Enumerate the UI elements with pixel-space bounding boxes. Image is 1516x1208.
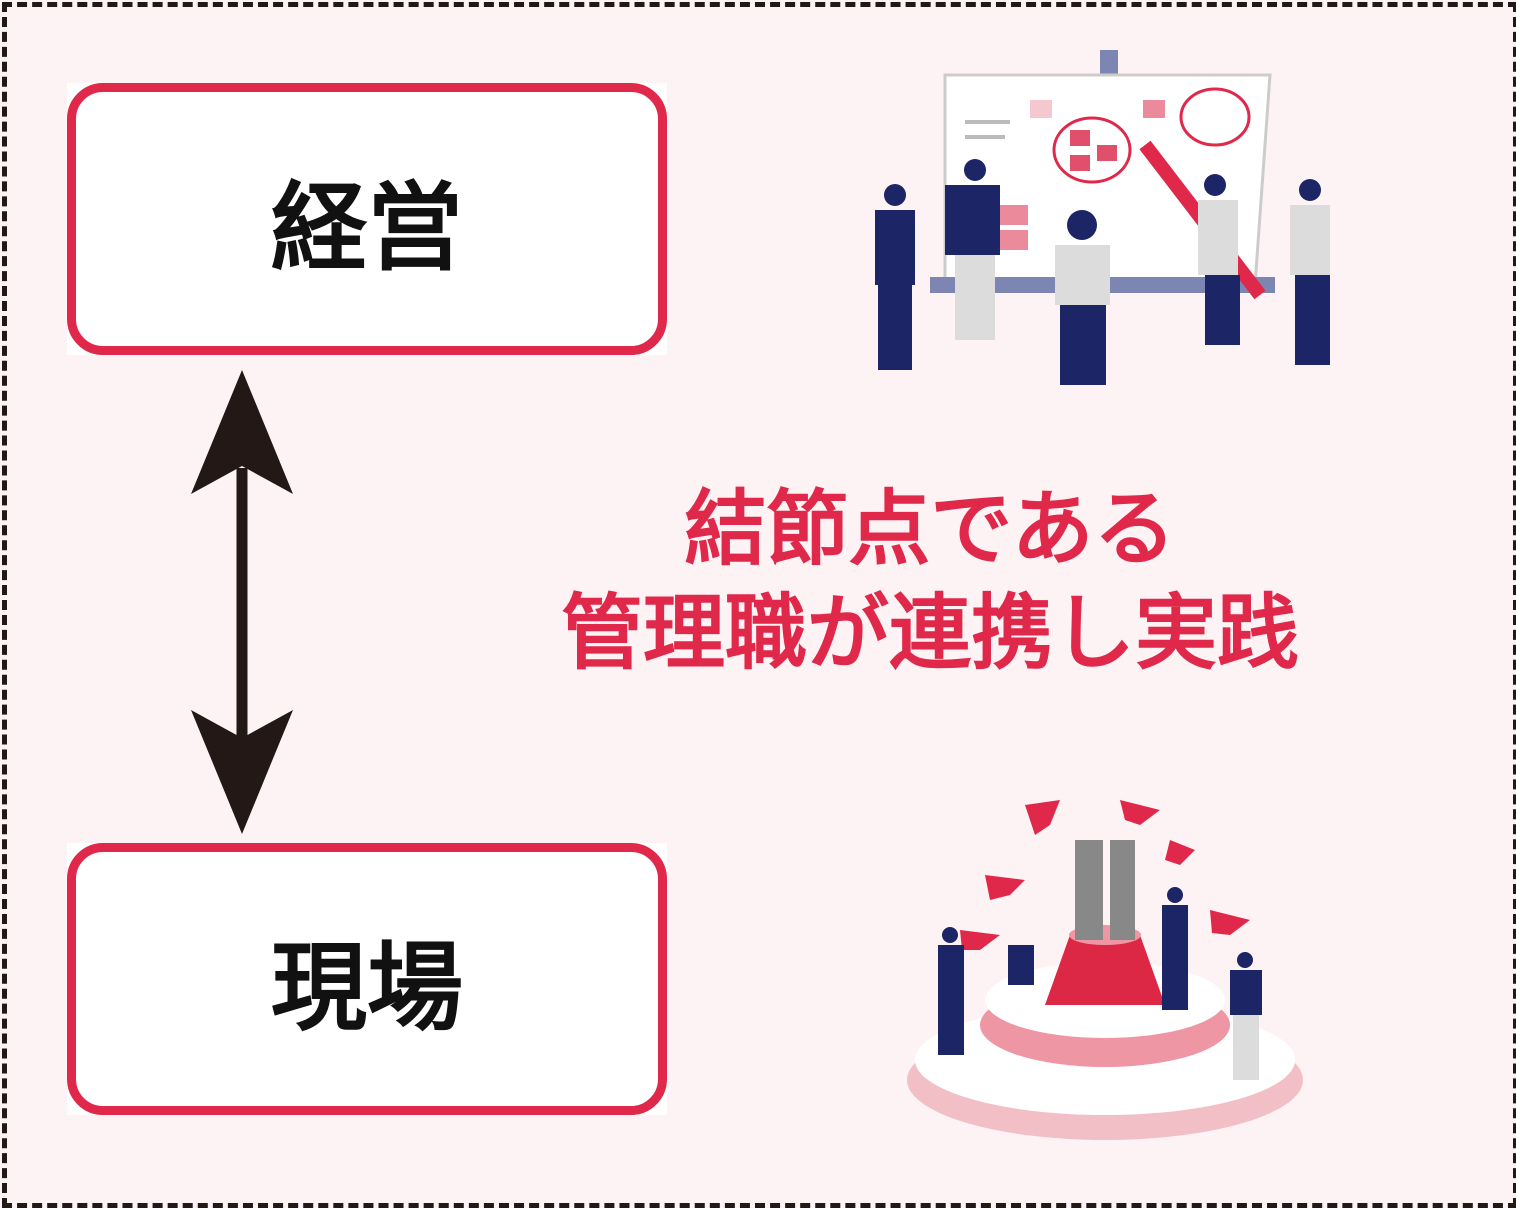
management-box: 経営 xyxy=(67,83,667,355)
team-flags-podium-illustration xyxy=(907,800,1303,1140)
field-box: 現場 xyxy=(67,843,667,1115)
management-label: 経営 xyxy=(67,83,667,355)
field-label: 現場 xyxy=(67,843,667,1115)
team-whiteboard-illustration xyxy=(875,50,1330,385)
center-message: 結節点である 管理職が連携し実践 xyxy=(520,478,1340,686)
double-arrow-icon xyxy=(191,370,293,834)
center-line-2: 管理職が連携し実践 xyxy=(560,586,1299,681)
center-line-1: 結節点である xyxy=(684,482,1176,577)
